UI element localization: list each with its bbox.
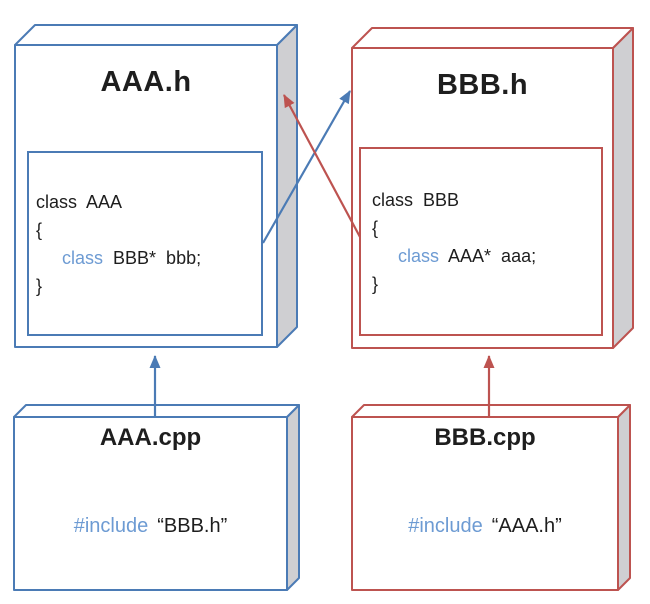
- aaa-cpp-include-keyword: #include: [73, 515, 149, 537]
- bbb-cpp-top-face: [351, 404, 631, 418]
- bbb-h-right-face: [612, 27, 634, 349]
- bbb-cpp-front-face: [351, 416, 619, 591]
- aaa-cpp-right-face: [286, 404, 300, 591]
- aaa-h-code-line1: class AAA: [36, 192, 123, 212]
- bbb-h-code-frame: [359, 147, 603, 336]
- aaa-cpp-include: #include “BBB.h”: [14, 515, 287, 538]
- aaa-h-top-face: [14, 24, 298, 46]
- aaa-cpp-title: AAA.cpp: [99, 424, 202, 451]
- aaa-h-code-keyword: class: [62, 248, 104, 268]
- bbb-cpp-title: BBB.cpp: [434, 424, 536, 451]
- aaa-h-title: AAA.h: [100, 66, 192, 98]
- aaa-h-code-frame: [27, 151, 263, 336]
- bbb-h-box: [351, 27, 634, 349]
- aaa-h-front-face: [14, 44, 278, 348]
- bbb-h-code-keyword: class: [398, 246, 440, 266]
- aaa-h-right-face: [276, 24, 298, 348]
- aaa-h-code: class AAA { class BBB* bbb; }: [36, 188, 201, 300]
- bbb-h-code-line4: }: [372, 274, 379, 294]
- bbb-cpp-include-keyword: #include: [408, 515, 483, 537]
- bbb-h-title: BBB.h: [436, 69, 529, 101]
- aaa-h-code-member: BBB* bbb;: [113, 248, 202, 268]
- bbb-cpp-right-face: [617, 404, 631, 591]
- arrow-bbb-code-to-aaa-h: [283, 94, 361, 238]
- bbb-h-front-face: [351, 47, 614, 349]
- bbb-cpp-include: #include “AAA.h”: [352, 515, 618, 538]
- bbb-h-code-line3: class AAA* aaa;: [398, 242, 536, 270]
- aaa-cpp-include-file: “BBB.h”: [157, 515, 228, 537]
- aaa-h-code-line4: }: [36, 276, 43, 296]
- bbb-h-code-line1: class BBB: [372, 190, 460, 210]
- aaa-h-box: [14, 24, 298, 348]
- bbb-h-top-face: [351, 27, 634, 49]
- aaa-cpp-front-face: [13, 416, 288, 591]
- bbb-h-code-line2: {: [372, 218, 379, 238]
- bbb-cpp-include-file: “AAA.h”: [491, 515, 562, 537]
- aaa-cpp-top-face: [13, 404, 300, 418]
- bbb-cpp-box: [351, 404, 631, 591]
- bbb-h-code: class BBB { class AAA* aaa; }: [372, 186, 536, 298]
- arrow-aaa-code-to-bbb-h: [262, 90, 351, 244]
- aaa-h-code-line3: class BBB* bbb;: [62, 244, 201, 272]
- aaa-cpp-box: [13, 404, 300, 591]
- bbb-h-code-member: AAA* aaa;: [448, 246, 537, 266]
- aaa-h-code-line2: {: [36, 220, 43, 240]
